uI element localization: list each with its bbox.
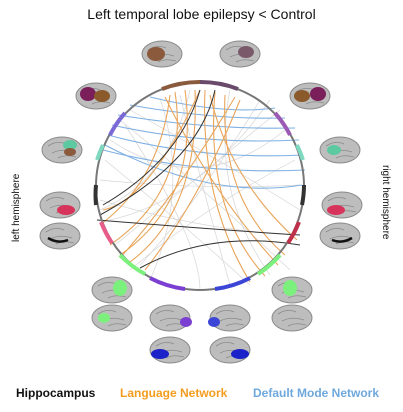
brain-icon	[75, 82, 117, 110]
legend-hippocampus: Hippocampus	[16, 386, 96, 400]
left-hemisphere-label: left hemisphere	[11, 173, 22, 242]
ring-segments	[93, 79, 306, 291]
brain-icon	[321, 191, 363, 219]
brain-icon	[141, 40, 183, 68]
brain-icon	[319, 222, 361, 250]
legend-default-mode-network: Default Mode Network	[253, 386, 380, 400]
brain-icon	[39, 222, 81, 250]
brain-icon	[91, 276, 133, 304]
brain-icon	[149, 304, 192, 332]
background-edges	[99, 89, 301, 291]
brain-icon	[41, 136, 83, 164]
brain-icon	[319, 136, 361, 164]
hippocampus-edges	[96, 89, 301, 269]
brain-icon	[39, 191, 81, 219]
brain-icon	[208, 304, 251, 332]
brain-icon	[149, 336, 191, 364]
legend: Hippocampus Language Network Default Mod…	[0, 386, 403, 404]
brain-icon	[271, 304, 313, 332]
figure-title: Left temporal lobe epilepsy < Control	[87, 6, 316, 22]
legend-language-network: Language Network	[120, 386, 228, 400]
brain-icon	[209, 336, 251, 364]
brain-icon	[91, 304, 133, 332]
right-hemisphere-label: right hemisphere	[380, 165, 391, 240]
brain-icon	[289, 82, 331, 110]
brain-icon	[219, 40, 261, 68]
brain-icon	[271, 276, 313, 304]
